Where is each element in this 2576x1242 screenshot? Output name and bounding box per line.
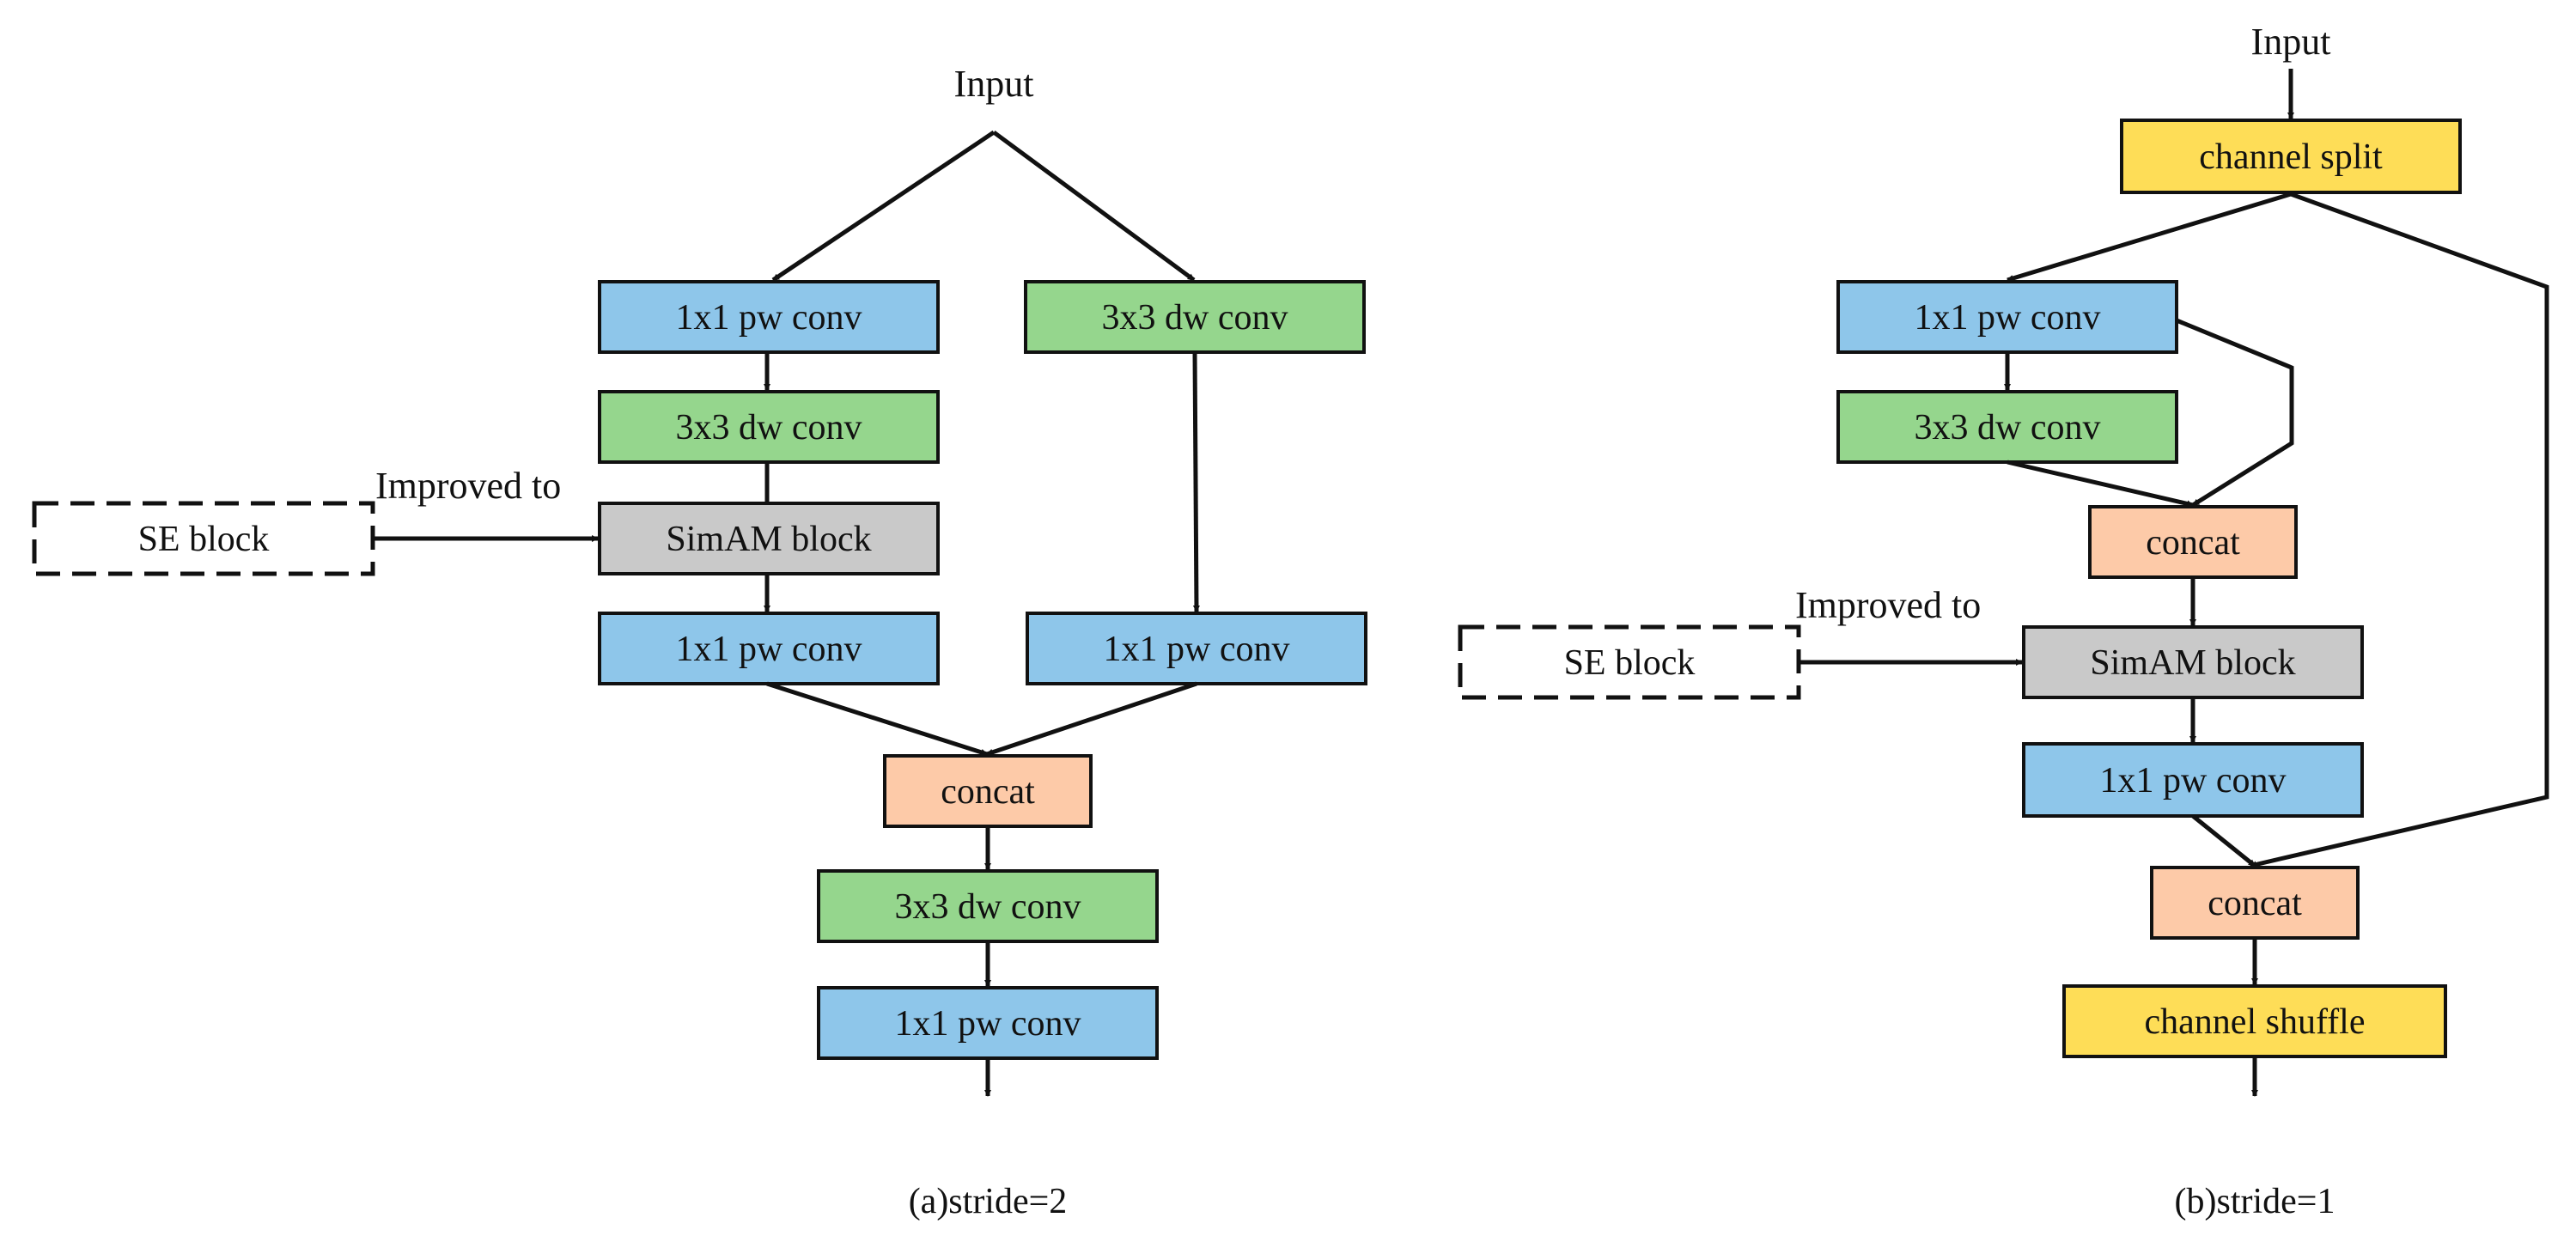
b-se-block-label: SE block [1564, 643, 1696, 683]
a-left-pw-conv-1 [598, 280, 940, 354]
b-channel-split-label: channel split [2199, 137, 2383, 177]
b-skip-pw1-to-concat [2176, 318, 2294, 508]
b-arrow-pw2-concat [2191, 814, 2256, 868]
a-left-dw-conv [598, 390, 940, 464]
a-simam-block-label: SimAM block [666, 520, 871, 559]
b-input-label: Input [2251, 21, 2331, 63]
a-simam-block [598, 502, 940, 575]
b-simam-block [2022, 625, 2364, 699]
b-shortcut-path [2250, 192, 2549, 868]
a-left-pw-conv-1-label: 1x1 pw conv [676, 298, 862, 338]
b-dw-conv [1836, 390, 2178, 464]
b-pw-conv-1-label: 1x1 pw conv [1915, 298, 2101, 338]
a-arrow-input-right [992, 130, 1196, 283]
a-arrow-right-to-concat [986, 681, 1197, 757]
a-right-dw-conv [1024, 280, 1366, 354]
b-improved-to-label: Improved to [1795, 584, 1981, 626]
b-concat-1-label: concat [2146, 523, 2240, 563]
b-arrow-dw-to-concat [2007, 460, 2194, 508]
b-arrow-split-to-pw1 [2007, 192, 2292, 283]
b-concat-2-label: concat [2208, 884, 2302, 923]
a-caption: (a)stride=2 [909, 1182, 1068, 1221]
a-bottom-dw-conv-label: 3x3 dw conv [895, 887, 1081, 927]
b-pw-conv-2 [2022, 742, 2364, 818]
a-input-label: Input [954, 63, 1034, 105]
a-left-pw-conv-2-label: 1x1 pw conv [676, 630, 862, 669]
a-arrow-left-to-concat [766, 681, 988, 757]
a-arrow-right-dw-pw [1192, 351, 1200, 612]
b-simam-block-label: SimAM block [2090, 643, 2295, 683]
a-bottom-pw-conv [817, 986, 1159, 1060]
b-channel-split [2120, 119, 2462, 194]
a-bottom-dw-conv [817, 869, 1159, 943]
b-channel-shuffle-label: channel shuffle [2145, 1002, 2366, 1042]
a-se-block-label: SE block [138, 520, 270, 559]
a-concat-label: concat [941, 772, 1035, 812]
b-dw-conv-label: 3x3 dw conv [1915, 408, 2101, 447]
b-se-block [1458, 624, 1801, 700]
a-arrow-input-left [771, 130, 996, 283]
panel-a: Input 1x1 pw conv 3x3 dw conv SE block I… [32, 63, 1367, 1221]
b-caption: (b)stride=1 [2175, 1182, 2335, 1221]
a-improved-to-label: Improved to [375, 465, 561, 507]
a-bottom-pw-conv-label: 1x1 pw conv [895, 1004, 1081, 1044]
panel-b: Input channel split 1x1 pw conv 3x3 dw c… [1458, 21, 2549, 1221]
a-right-pw-conv-label: 1x1 pw conv [1104, 630, 1290, 669]
a-left-dw-conv-label: 3x3 dw conv [676, 408, 862, 447]
b-pw-conv-2-label: 1x1 pw conv [2100, 761, 2287, 801]
a-right-dw-conv-label: 3x3 dw conv [1102, 298, 1288, 338]
b-concat-1 [2088, 505, 2298, 579]
b-concat-2 [2150, 866, 2360, 940]
